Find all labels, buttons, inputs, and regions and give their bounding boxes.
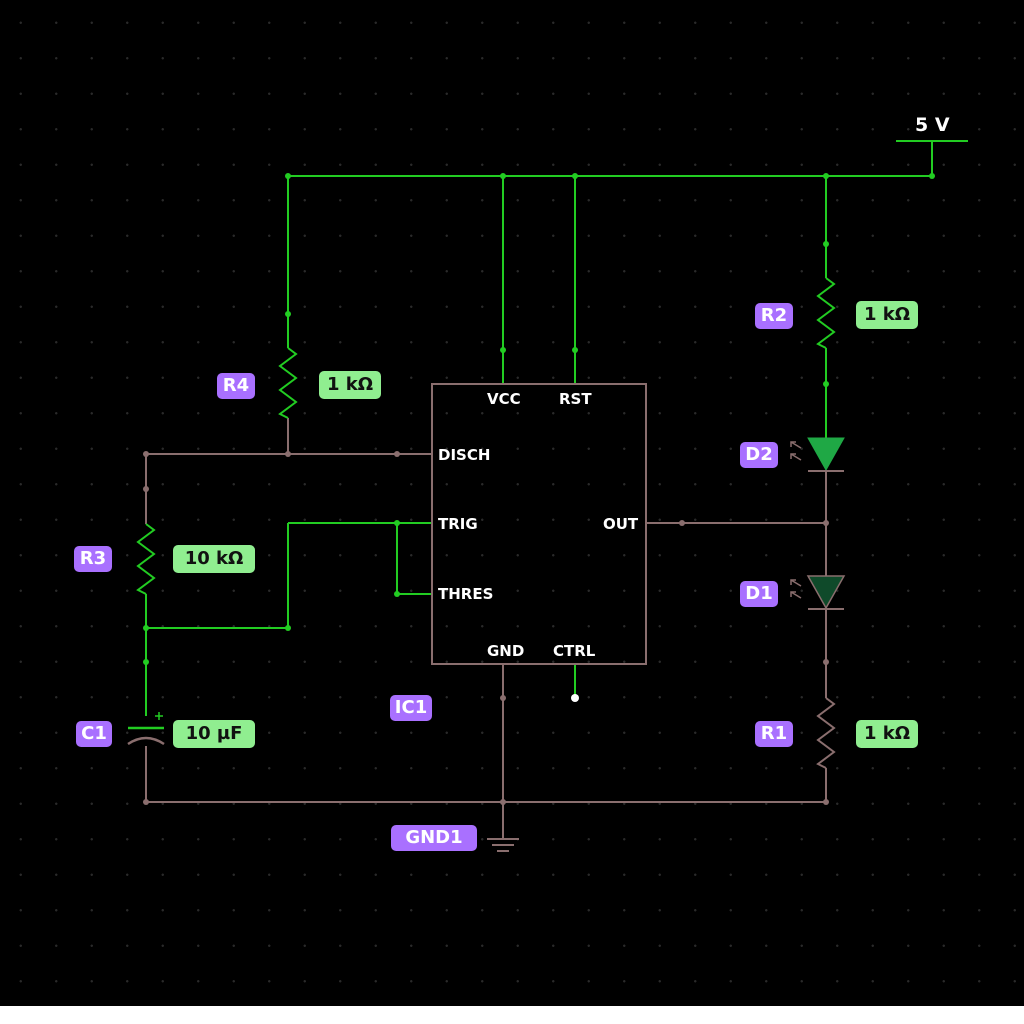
resistor-r2[interactable] [816,277,836,349]
junction-dot [823,241,829,247]
powered-wires [145,140,968,716]
junction-dot [143,799,149,805]
led-d1[interactable] [790,575,846,610]
junction-dot [500,173,506,179]
pin-trig-label: TRIG [438,515,478,533]
junction-dot [285,311,291,317]
junction-dot [285,451,291,457]
ic-body[interactable] [431,383,647,665]
junction-dot [394,520,400,526]
pin-disch-label: DISCH [438,446,490,464]
ref-label-d2[interactable]: D2 [740,442,778,468]
junction-dot [394,451,400,457]
resistor-r4[interactable] [278,347,298,419]
junction-dot [285,173,291,179]
value-label-r1[interactable]: 1 kΩ [856,720,918,748]
bottom-strip [0,1006,1024,1024]
pin-out-label: OUT [603,515,639,533]
light-emission-icon [790,441,802,461]
resistor-r3[interactable] [136,523,156,595]
ref-label-d1[interactable]: D1 [740,581,778,607]
value-label-r2[interactable]: 1 kΩ [856,301,918,329]
junction-dot [929,173,935,179]
pin-vcc-label: VCC [487,390,521,408]
ctrl-pin-endpoint[interactable] [571,694,579,702]
junction-dot [823,381,829,387]
junction-dot [823,173,829,179]
pin-rst-label: RST [559,390,592,408]
pin-ctrl-label: CTRL [553,642,596,660]
junction-dot [394,591,400,597]
junction-dots [143,173,935,805]
junction-dot [500,799,506,805]
ref-label-c1[interactable]: C1 [76,721,112,747]
junction-dot [500,695,506,701]
resistor-r1[interactable] [816,697,836,769]
junction-dot [823,799,829,805]
junction-dot [143,451,149,457]
pin-thres-label: THRES [438,585,493,603]
ground-icon[interactable] [487,838,519,852]
junction-dot [679,520,685,526]
value-label-c1[interactable]: 10 µF [173,720,255,748]
junction-dot [572,347,578,353]
light-emission-icon [790,579,802,599]
led-d2[interactable] [790,437,845,472]
ref-label-r2[interactable]: R2 [755,303,793,329]
junction-dot [500,347,506,353]
supply-label: 5 V [915,114,950,136]
junction-dot [285,625,291,631]
junction-dot [823,659,829,665]
ref-label-r3[interactable]: R3 [74,546,112,572]
junction-dot [823,520,829,526]
ref-label-r1[interactable]: R1 [755,721,793,747]
ref-label-gnd1[interactable]: GND1 [391,825,477,851]
ref-label-r4[interactable]: R4 [217,373,255,399]
junction-dot [143,659,149,665]
value-label-r3[interactable]: 10 kΩ [173,545,255,573]
junction-dot [572,173,578,179]
junction-dot [143,625,149,631]
junction-dot [143,486,149,492]
pin-gnd-label: GND [487,642,524,660]
value-label-r4[interactable]: 1 kΩ [319,371,381,399]
capacitor-c1[interactable] [127,712,165,746]
ref-label-ic1[interactable]: IC1 [390,695,432,721]
